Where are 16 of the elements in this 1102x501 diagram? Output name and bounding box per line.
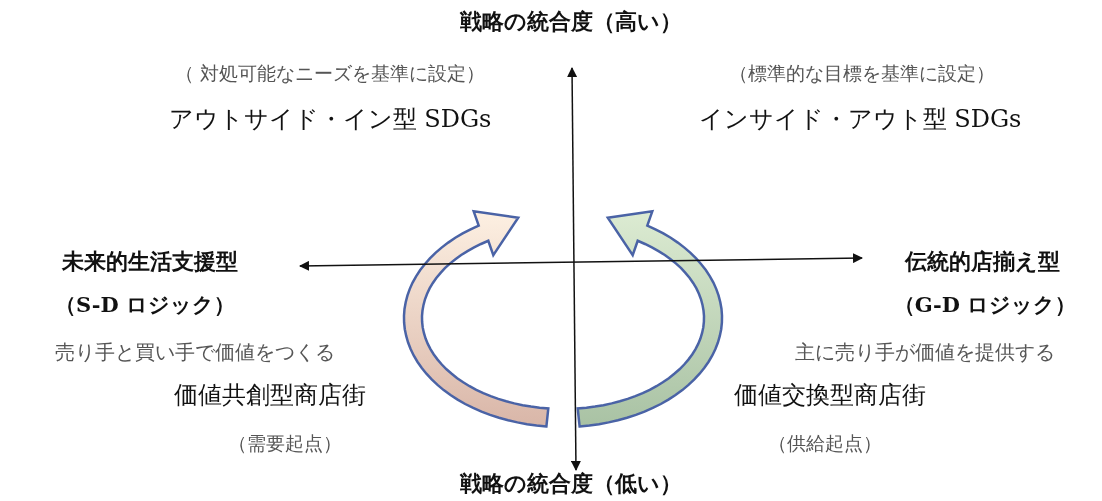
description-text: 売り手と買い手で価値をつくる <box>55 340 335 364</box>
axis-sublabel: （S-D ロジック） <box>54 292 236 318</box>
axis-sublabel: （G-D ロジック） <box>893 292 1077 318</box>
note-text: （供給起点） <box>768 433 882 455</box>
note-text: （需要起点） <box>228 433 342 455</box>
note-text: （ 対処可能なニーズを基準に設定） <box>175 63 485 85</box>
axis-label: 伝統的店揃え型 <box>904 249 1060 275</box>
description-text: 主に売り手が価値を提供する <box>795 340 1055 364</box>
note-text: （標準的な目標を基準に設定） <box>729 63 995 85</box>
axis-label: 戦略の統合度（低い） <box>460 471 682 497</box>
axis-label: 未来的生活支援型 <box>62 249 238 275</box>
axis-label: 戦略の統合度（高い） <box>460 9 682 35</box>
quadrant-title: インサイド・アウト型 SDGs <box>698 106 1022 134</box>
quadrant-title: アウトサイド・イン型 SDGs <box>168 106 492 134</box>
quadrant-title: 価値共創型商店街 <box>174 382 366 410</box>
quadrant-title: 価値交換型商店街 <box>734 382 926 410</box>
